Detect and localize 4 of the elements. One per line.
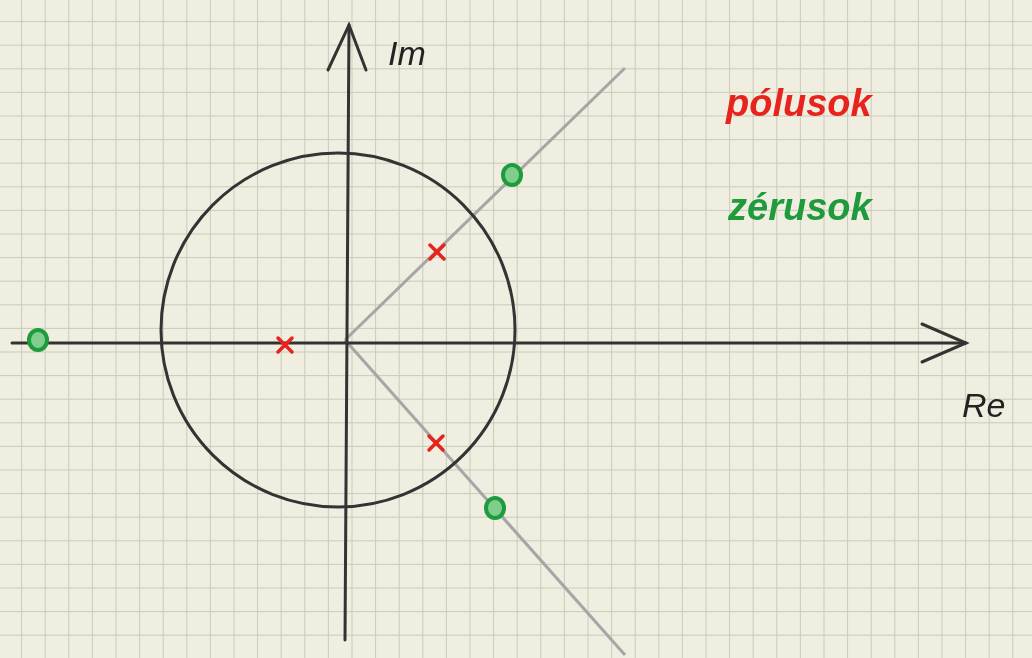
legend-text: zérusok [728,188,872,226]
legend-text: pólusok [726,84,872,122]
axis-label: Re [962,388,1006,422]
axis-label: Im [388,36,426,70]
